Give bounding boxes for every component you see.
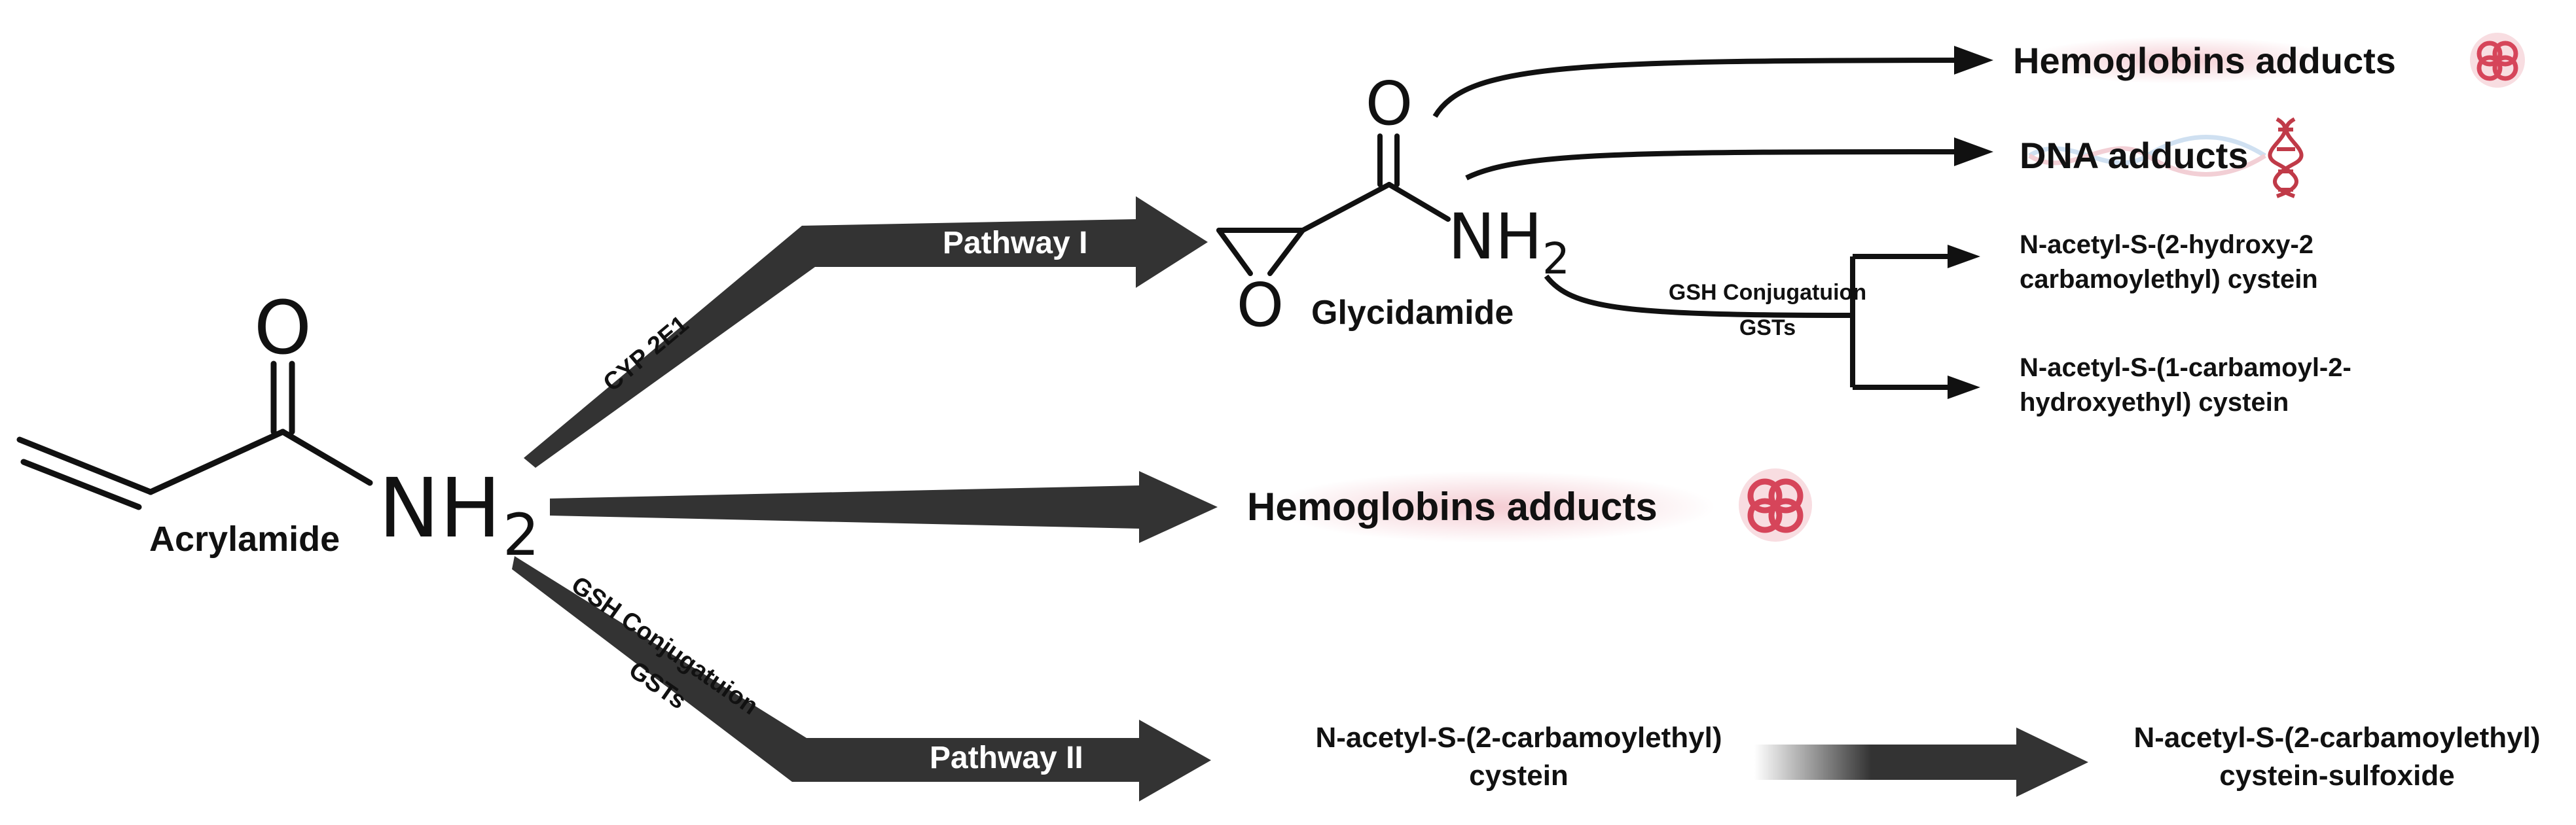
- pathway-2-arrow: Pathway II GSH Conjugatuion GSTs: [512, 556, 1211, 801]
- arrowhead-dna: [1954, 137, 1993, 166]
- acrylamide-c-n-bond: [280, 429, 373, 486]
- glycidamide-amine: NH: [1448, 200, 1542, 273]
- arrowhead-nac-hydroxy: [1948, 245, 1980, 268]
- hemoglobin-icon: [1739, 468, 1812, 542]
- epoxide-right-bond: [1267, 228, 1305, 276]
- pathway-1-arrow: Pathway I CYP 2E1: [524, 196, 1208, 468]
- arrow-to-dna: [1465, 149, 1984, 181]
- hemoglobin-arrow-shape: [550, 471, 1218, 543]
- arrow-to-hemoglobin-top: [1432, 58, 1984, 118]
- sulfoxide-line-1: N-acetyl-S-(2-carbamoylethyl): [2133, 722, 2540, 754]
- gsh-branch-stem: [1544, 274, 1853, 318]
- nac-line-1: N-acetyl-S-(2-carbamoylethyl): [1315, 722, 1722, 754]
- glycidamide-c-n-bond: [1387, 182, 1451, 222]
- glycidamide-epoxide-oxygen: O: [1237, 270, 1284, 340]
- pathway-1-label: Pathway I: [943, 226, 1087, 260]
- glycidamide-arrowheads: [1948, 46, 1993, 399]
- dna-glow: [2028, 135, 2266, 177]
- gsh-conjugation-label-upper: GSH Conjugatuion: [1669, 280, 1866, 305]
- acrylamide-label: Acrylamide: [149, 519, 340, 559]
- nac-carbamoyl-line-2: hydroxyethyl) cystein: [2020, 388, 2289, 417]
- hemoglobin-middle-label: Hemoglobins adducts: [1247, 485, 1658, 529]
- glycidamide-arrows: [1432, 58, 1984, 390]
- dna-label: DNA adducts: [2020, 135, 2249, 176]
- vinyl-double-bond-outer: [16, 436, 154, 495]
- pathway-1-shape: [524, 196, 1208, 468]
- dna-icon: [2268, 117, 2304, 198]
- hemoglobin-top-label: Hemoglobins adducts: [2013, 40, 2396, 81]
- nac-hydroxy-line-1: N-acetyl-S-(2-hydroxy-2: [2020, 230, 2313, 259]
- sulfoxide-line-2: cystein-sulfoxide: [2219, 760, 2454, 792]
- vinyl-double-bond-inner: [20, 459, 142, 510]
- arrowhead-nac-carbamoyl: [1948, 376, 1980, 399]
- nac-hydroxy-line-2: carbamoylethyl) cystein: [2020, 265, 2318, 294]
- pathway-2-shape: [512, 556, 1211, 801]
- pathway-2-label: Pathway II: [930, 741, 1083, 775]
- nac-line-2: cystein: [1469, 760, 1569, 792]
- arrowhead-hemoglobin-top: [1954, 46, 1993, 75]
- sulfoxidation-arrow: [1754, 728, 2088, 797]
- glycidamide-label: Glycidamide: [1311, 294, 1514, 332]
- hemoglobin-arrow: [550, 471, 1218, 543]
- hemoglobin-top-glow: [2023, 37, 2337, 84]
- acrylamide-oxygen: O: [254, 286, 312, 371]
- acrylamide-c-c-bond: [147, 429, 286, 495]
- acrylamide-amine: NH: [378, 461, 501, 556]
- gsts-label-upper: GSTs: [1739, 315, 1796, 340]
- glycidamide-amine-subscript: 2: [1542, 234, 1570, 284]
- glycidamide-structure: [1216, 133, 1451, 276]
- hemoglobin-icon: [2470, 33, 2525, 88]
- acrylamide-structure: [16, 360, 373, 510]
- glycidamide-carbonyl-oxygen: O: [1366, 69, 1413, 139]
- hemoglobin-middle-glow: [1270, 471, 1715, 543]
- epoxide-left-bond: [1216, 228, 1253, 276]
- nac-carbamoyl-line-1: N-acetyl-S-(1-carbamoyl-2-: [2020, 353, 2351, 382]
- acrylamide-amine-subscript: 2: [503, 501, 539, 569]
- glycidamide-c-c-bond: [1300, 182, 1392, 233]
